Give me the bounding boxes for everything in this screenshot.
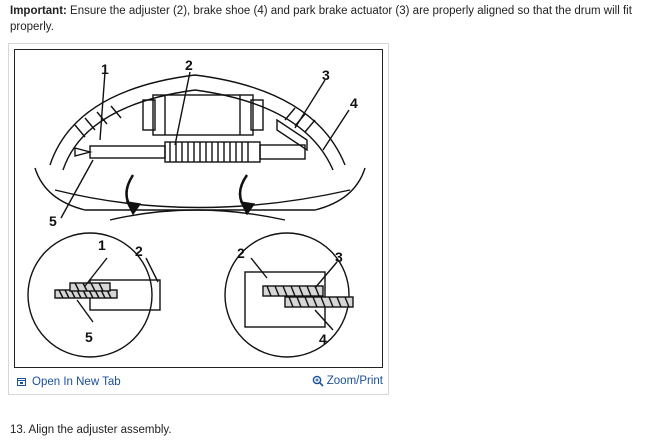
open-in-new-tab-link[interactable]: Open In New Tab xyxy=(17,376,121,388)
detail-left-callout-1: 1 xyxy=(98,237,106,253)
figure-footer: Open In New Tab Zoom/Print xyxy=(14,374,383,392)
figure-container: 1 2 3 4 5 1 2 5 2 3 4 Open In New Tab Zo… xyxy=(8,43,389,395)
zoom-print-label: Zoom/Print xyxy=(326,375,383,387)
open-tab-icon xyxy=(17,378,26,386)
brake-diagram[interactable]: 1 2 3 4 5 1 2 5 2 3 4 xyxy=(14,49,383,368)
detail-right-callout-4: 4 xyxy=(319,331,327,347)
important-label: Important: xyxy=(10,5,67,17)
magnifier-icon xyxy=(312,375,324,387)
detail-right-callout-2: 2 xyxy=(237,245,245,261)
callout-3: 3 xyxy=(322,67,330,83)
step-instruction: 13. Align the adjuster assembly. xyxy=(10,424,172,436)
callout-5: 5 xyxy=(49,213,57,229)
callout-4: 4 xyxy=(350,95,358,111)
brake-diagram-illustration: 1 2 3 4 5 1 2 5 2 3 4 xyxy=(27,57,366,358)
open-in-new-tab-label: Open In New Tab xyxy=(32,376,121,388)
zoom-print-link[interactable]: Zoom/Print xyxy=(312,375,383,387)
detail-right-callout-3: 3 xyxy=(335,249,343,265)
important-note: Important: Ensure the adjuster (2), brak… xyxy=(10,3,646,35)
detail-left-callout-5: 5 xyxy=(85,329,93,345)
callout-2: 2 xyxy=(185,57,193,73)
important-text: Ensure the adjuster (2), brake shoe (4) … xyxy=(10,5,632,33)
detail-left-callout-2: 2 xyxy=(135,243,143,259)
callout-1: 1 xyxy=(101,61,109,77)
